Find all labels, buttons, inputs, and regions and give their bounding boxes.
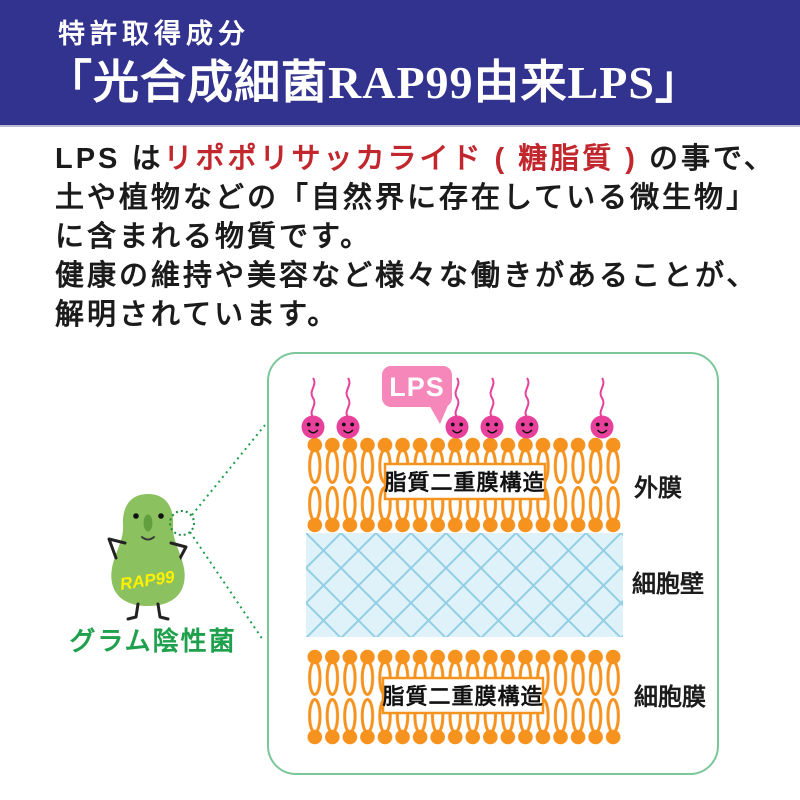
bilayer-label-text: 脂質二重膜構造: [384, 470, 545, 495]
intro-line-1: LPS はリポポリサッカライド ( 糖脂質 ) の事で、: [55, 140, 773, 179]
intro-line-3: に含まれる物質です。: [55, 221, 373, 253]
bacterium-body: [111, 494, 185, 606]
bacterium-hand: [168, 554, 182, 570]
cell-wall-crosshatch: [306, 533, 623, 637]
bacterium-mouth: [141, 536, 155, 541]
page-title: 「光合成細菌RAP99由来LPS」: [46, 57, 702, 108]
bacterium-right-arm: [169, 541, 188, 564]
bacterium-left-arm: [107, 537, 127, 560]
bacterium-left-eye: [133, 513, 139, 519]
bacterium-character: RAP99 グラム陰性菌: [69, 424, 266, 656]
lps-speech-bubble: LPS: [382, 366, 452, 424]
bilayer-label-box: [381, 676, 545, 715]
cell-membrane-label: 細胞膜: [634, 683, 706, 711]
outer-membrane-label: 外膜: [634, 474, 682, 502]
intro-line-4: 健康の維持や美容など様々な働きがあることが、: [55, 260, 759, 292]
bacterium-nose: [143, 514, 153, 532]
intro-line1-end: の事で、: [637, 143, 776, 175]
bilayer-label-inner: 脂質二重膜構造: [381, 676, 545, 715]
bacterium-right-leg: [156, 602, 170, 621]
bacterium-right-eye: [158, 513, 164, 519]
header-eyebrow: 特許取得成分: [58, 19, 250, 49]
bilayer-label-outer: 脂質二重膜構造: [383, 462, 547, 501]
cell-wall-layer: [306, 533, 623, 637]
zoom-connector-bottom: [189, 531, 264, 641]
cell-wall-label: 細胞壁: [632, 570, 704, 598]
speech-bubble-body: [382, 366, 452, 407]
bacterium-caption: グラム陰性菌: [69, 626, 236, 656]
speech-bubble-label: LPS: [389, 372, 445, 402]
zoom-dotted-circle: [169, 510, 195, 536]
intro-line1-start: LPS は: [55, 143, 164, 175]
bilayer-label-text: 脂質二重膜構造: [382, 684, 543, 709]
bacterium-left-leg: [126, 602, 140, 621]
header-band: 特許取得成分 「光合成細菌RAP99由来LPS」: [0, 0, 800, 127]
intro-line-5: 解明されています。: [55, 299, 340, 331]
bilayer-label-box: [383, 462, 547, 501]
intro-red-text: リポポリサッカライド ( 糖脂質 ): [163, 143, 638, 175]
zoom-connector-top: [191, 424, 266, 516]
intro-paragraph: LPS はリポポリサッカライド ( 糖脂質 ) の事で、 土や植物などの「自然界…: [55, 140, 773, 335]
speech-bubble-tail: [428, 403, 449, 424]
intro-line-2: 土や植物などの「自然界に存在している微生物」: [55, 182, 759, 214]
